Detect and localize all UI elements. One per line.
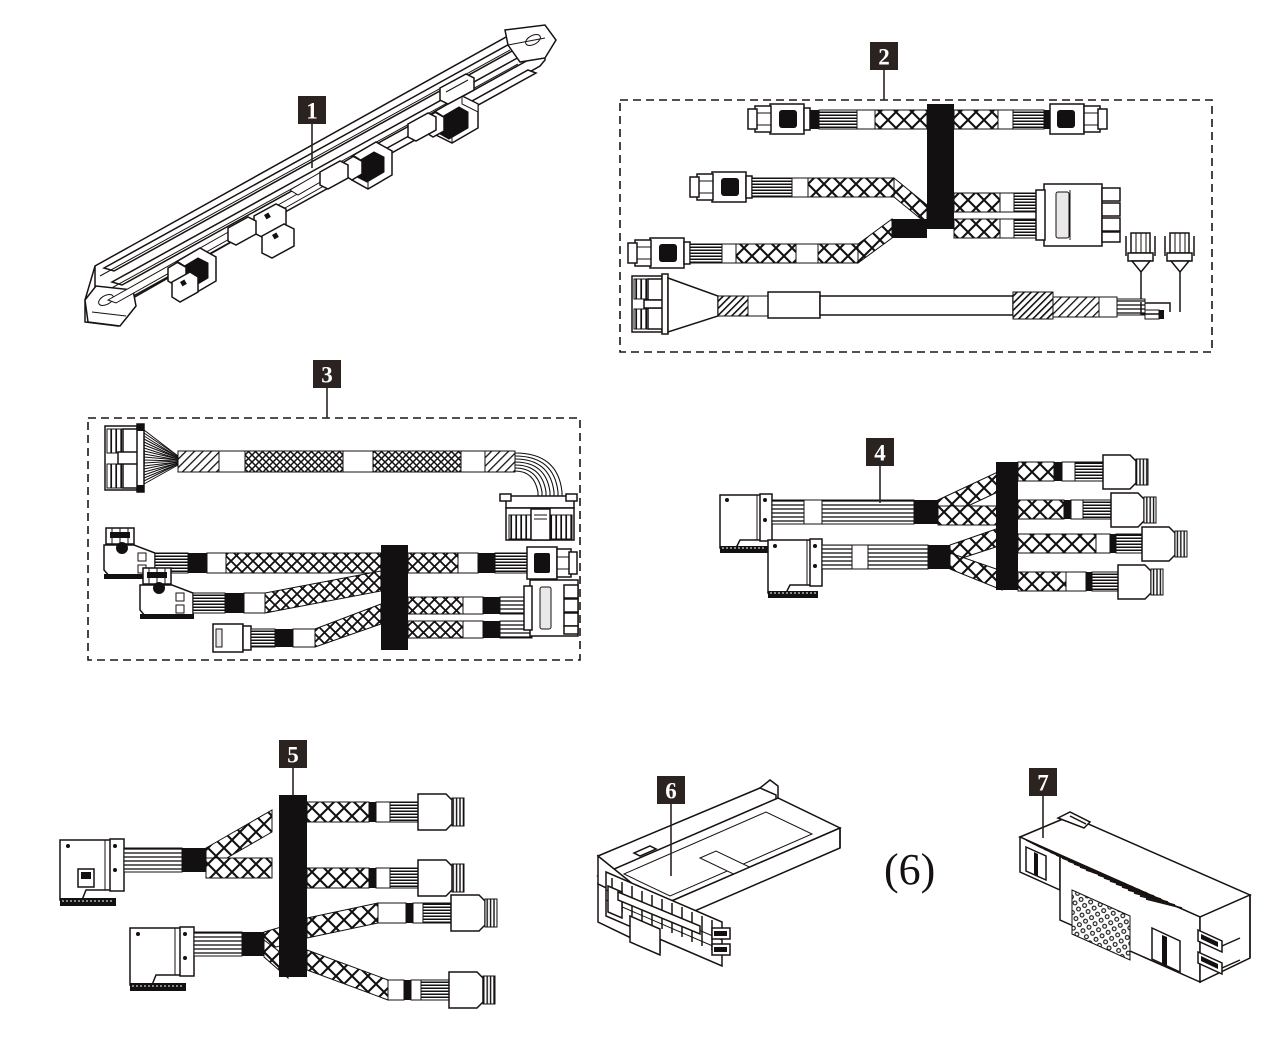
callout-3-label: 3 [321,363,333,388]
callout-5[interactable]: 5 [279,740,307,768]
callout-2-label: 2 [878,45,890,70]
part-2-cable-kit [619,70,1213,353]
callout-6-label: 6 [665,779,677,804]
backplane-bracket-pair [253,203,295,259]
part-5-breakout-cable [59,768,498,1009]
dashed-region-2 [619,99,1213,353]
cable-4-out-1 [1017,454,1149,490]
cable-5-out-1 [306,793,465,831]
callout-4-label: 4 [874,441,886,466]
cable-3-branch [103,527,579,653]
cable-4-out-4 [1017,564,1164,600]
connector-slimsas-mid [689,171,753,203]
cable-5-out-2 [306,859,465,897]
callout-1-label: 1 [306,99,318,124]
callout-4[interactable]: 4 [866,438,894,466]
sideband-connector-b [1164,232,1195,312]
callout-7[interactable]: 7 [1029,768,1057,796]
callout-2[interactable]: 2 [870,42,898,70]
connector-slimsas-left [747,103,811,135]
part-6-drive-tray [596,779,842,968]
connector-slimsas-right [1049,103,1108,135]
part-4-breakout-cable [719,454,1188,600]
part-3-cable-kit [87,388,581,661]
filler-top-fins [1025,839,1183,909]
connector-slimsas-low [627,237,691,269]
dashed-region-3 [87,417,581,661]
cable-4-out-2 [1017,492,1157,528]
connector-ra-4a [719,493,773,553]
cable-5-out-3 [306,894,498,939]
backplane-connector-middle [343,141,393,190]
cable-2-middle [689,171,1045,226]
cable-2-lower [627,183,1195,312]
connector-ra-5a [59,838,125,906]
callout-6[interactable]: 6 [657,776,685,804]
connector-backplane-2 [1035,183,1121,247]
callout-3[interactable]: 3 [313,360,341,388]
sideband-connector-a [1125,232,1156,302]
backplane-connector-left [167,247,217,303]
cable-2-top [747,103,1108,229]
part-7-filler-module [1018,796,1252,984]
callout-1[interactable]: 1 [298,96,326,124]
quantity-label-6: (6) [884,845,935,894]
cable-5-out-4 [306,949,496,1009]
cable-4-out-3 [1017,526,1188,562]
part-1-backplane-assembly [84,24,557,328]
callout-7-label: 7 [1037,771,1049,796]
connector-ra-3b [139,567,194,619]
connector-ra-4b [767,538,823,598]
connector-backplane-3 [523,579,579,637]
connector-slimsas-3a [526,546,578,580]
cable-3-power [104,423,578,541]
connector-small-3c [212,623,252,653]
cable-2-power [631,273,1171,335]
connector-ra-5b [129,926,195,991]
callout-5-label: 5 [287,743,299,768]
